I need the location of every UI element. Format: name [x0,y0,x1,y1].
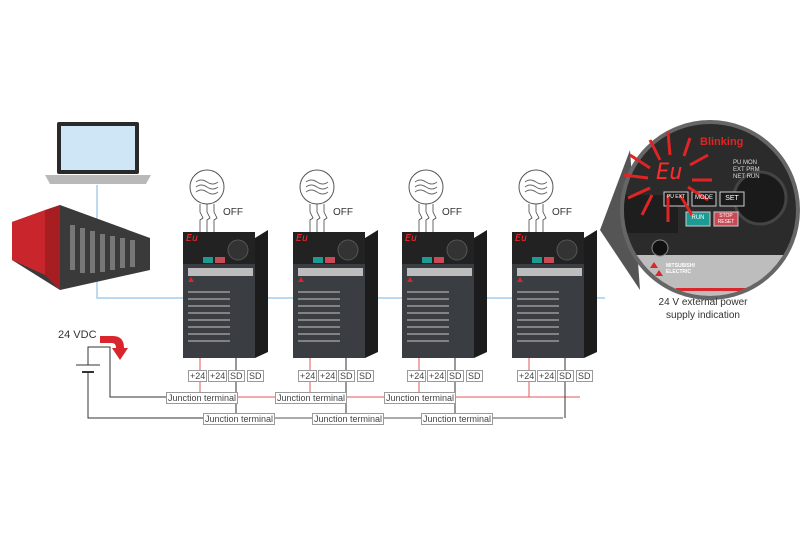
caption-line-2: supply indication [666,310,740,321]
laptop-icon [45,122,151,184]
brand-logo-text: MITSUBISHI ELECTRIC [666,263,695,275]
drive-display-readout: Eu [296,233,309,244]
drive-side [365,230,378,358]
terminal-sd: SD [557,370,574,382]
callout-caption: 24 V external power supply indication [628,296,778,322]
drive-display-readout: Eu [515,233,528,244]
terminal-sd: SD [447,370,464,382]
terminal-sd: SD [466,370,483,382]
breaker-state-label: OFF [442,207,462,218]
power-supply-label: 24 VDC [58,329,97,341]
led-net: NET [733,174,745,180]
pu-ext-button: PU EXT [666,194,686,200]
junction-terminal-sd: Junction terminal [203,413,276,425]
inverter-drive-4 [512,169,597,358]
blink-rays [623,131,712,222]
red-arrow-icon [100,336,128,360]
junction-terminal-sd: Junction terminal [421,413,494,425]
zoom-callout [600,120,800,300]
terminal-24v: +24 [298,370,318,382]
junction-terminal-24v: Junction terminal [166,392,239,404]
drive-display-readout: Eu [186,233,199,244]
junction-terminal-sd: Junction terminal [312,413,385,425]
terminal-sd: SD [357,370,374,382]
terminal-sd: SD [228,370,245,382]
callout-display-readout: Eu [656,160,683,185]
inverter-drive-2 [293,169,378,358]
drive-side [584,230,597,358]
led-ext: EXT [733,167,745,173]
terminal-24v: +24 [427,370,447,382]
terminal-24v: +24 [318,370,338,382]
terminal-24v: +24 [537,370,557,382]
breaker-state-label: OFF [223,207,243,218]
inverter-drive-1 [183,169,268,358]
terminal-sd: SD [338,370,355,382]
terminal-24v: +24 [188,370,208,382]
terminal-24v: +24 [407,370,427,382]
led-prm: PRM [746,167,760,173]
terminal-sd: SD [576,370,593,382]
blinking-label: Blinking [700,136,744,148]
junction-terminal-24v: Junction terminal [384,392,457,404]
plc-rack-icon [12,205,150,290]
terminal-24v: +24 [517,370,537,382]
mode-button: MODE [695,195,713,201]
drive-display-readout: Eu [405,233,418,244]
caption-line-1: 24 V external power [658,297,748,308]
terminal-sd: SD [247,370,264,382]
inverter-drive-3 [402,169,487,358]
callout-led-labels: PU MON EXT PRM NET RUN [733,160,760,181]
terminal-24v: +24 [208,370,228,382]
led-pu: PU [733,160,742,166]
stop-reset-button: STOP RESET [717,213,735,225]
set-button: SET [725,195,739,202]
led-run: RUN [746,174,760,180]
led-mon: MON [743,160,758,166]
drive-side [255,230,268,358]
breaker-state-label: OFF [333,207,353,218]
battery-symbol [76,346,204,419]
run-button: RUN [691,215,705,221]
junction-terminal-24v: Junction terminal [275,392,348,404]
breaker-state-label: OFF [552,207,572,218]
drive-side [474,230,487,358]
